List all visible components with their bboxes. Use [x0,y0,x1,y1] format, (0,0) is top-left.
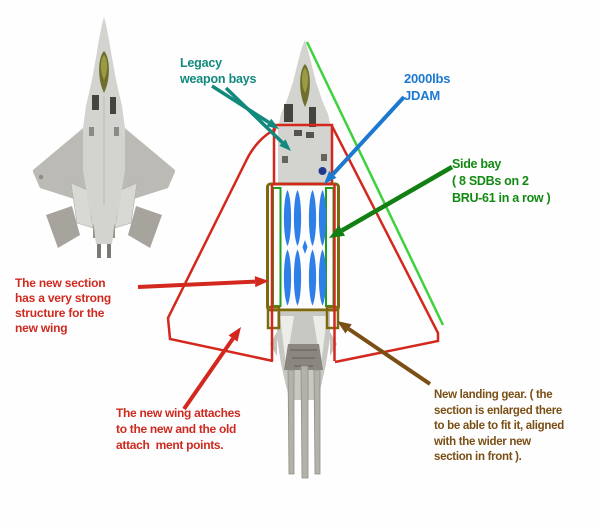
left-wing-outline [166,127,277,363]
bay-door-right [110,97,116,114]
stab-fin-poke-left [270,332,277,356]
side-bay-right [325,187,335,307]
stab-wedge-left [280,316,294,366]
panel-mark [282,156,288,163]
panel-mark [306,132,314,138]
side-bay-left [272,187,282,307]
bay-door-left [92,95,99,110]
legacy-bays-arrow-2 [224,86,291,151]
stabilator-left [46,206,80,248]
new-weapon-bay-section [266,182,340,330]
new-wing-leading-edge-line [305,41,445,326]
intake-left [89,127,94,136]
landing-gear-tab-left [266,305,281,330]
canopy-highlight [101,55,107,80]
tail-prong-right [107,238,111,258]
label-new-wing-attach: The new wing attaches to the new and the… [116,406,241,452]
panel-mark [294,130,302,136]
wing-insignia [38,174,44,180]
new-section-arrow [137,276,269,289]
legacy-bay-door-right [309,107,316,127]
intake-right [114,127,119,136]
sdb-tip-diamond [302,240,308,254]
tail-prong-left [97,238,101,258]
label-legacy-weapon-bays: Legacy weapon bays [180,56,257,86]
landing-gear-arrow [337,321,432,386]
jdam-marker [318,167,327,175]
side-bay-arrow [329,165,454,238]
stab-wedge-right [313,316,327,366]
tail-boom-center [300,365,309,479]
legacy-bay-door-left [284,104,293,122]
modified-aircraft [270,40,337,479]
canopy-highlight [302,68,308,93]
f22-photo-original [33,17,175,258]
tail-boom-right [313,369,321,475]
forward-fuselage [278,40,331,186]
label-new-landing-gear: New landing gear. ( the section is enlar… [434,389,564,463]
new-wing-arrow [182,327,241,411]
new-wing-outline [166,123,440,364]
label-side-bay: Side bay ( 8 SDBs on 2 BRU-61 in a row ) [452,157,551,205]
landing-gear-tab-right [325,305,340,330]
legacy-bay-box [272,123,334,186]
sdb-bombs [283,190,327,306]
tail-boom-left [287,369,295,475]
jdam-arrow [324,95,406,184]
label-new-section: The new section has a very strong struct… [15,276,111,335]
right-wing-outline [330,125,440,364]
label-2000lbs-jdam: 2000lbs JDAM [404,71,451,103]
stabilator-right [128,206,162,248]
panel-mark [321,154,327,161]
